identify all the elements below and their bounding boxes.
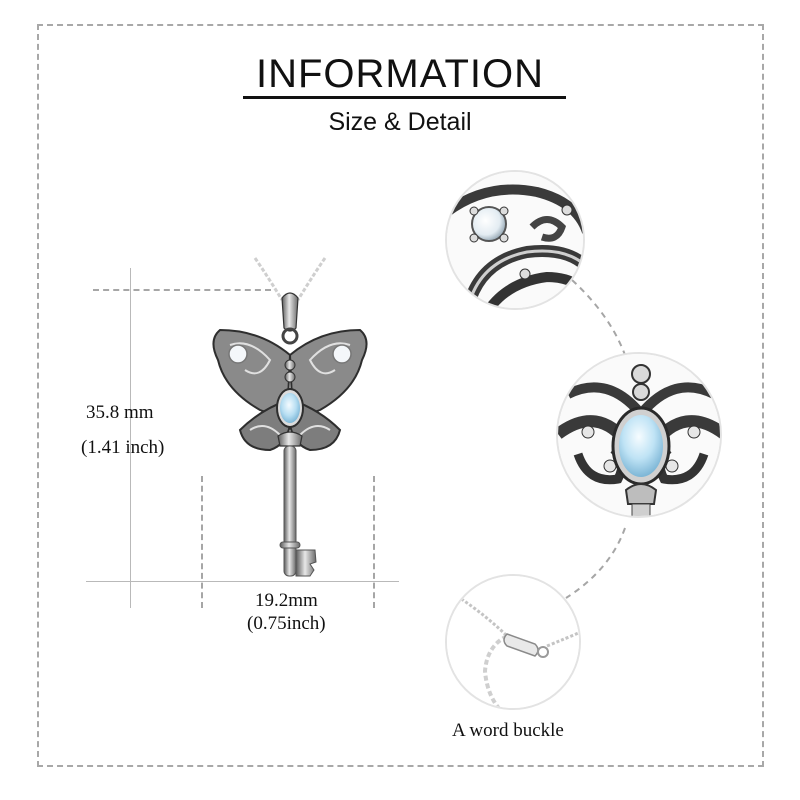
top-dashed-guide [93,289,271,291]
width-mm-label: 19.2mm [255,590,318,611]
detail-circle-moonstone [556,352,722,518]
dashed-outer-frame [37,24,764,767]
detail-circle-clasp [445,574,581,710]
pendant-image [200,250,380,590]
bottom-guide-line [86,581,399,582]
height-mm-label: 35.8 mm [86,402,154,423]
page-subtitle: Size & Detail [328,108,472,136]
height-inch-label: (1.41 inch) [81,437,165,458]
right-width-dashed-guide [373,476,375,608]
height-guide-line [130,268,131,608]
left-width-dashed-guide [201,476,203,608]
detail-circle-cz-stone [445,170,585,310]
page-title: INFORMATION [255,52,544,96]
title-underline [243,96,566,99]
clasp-caption: A word buckle [452,720,564,741]
width-inch-label: (0.75inch) [247,613,326,634]
